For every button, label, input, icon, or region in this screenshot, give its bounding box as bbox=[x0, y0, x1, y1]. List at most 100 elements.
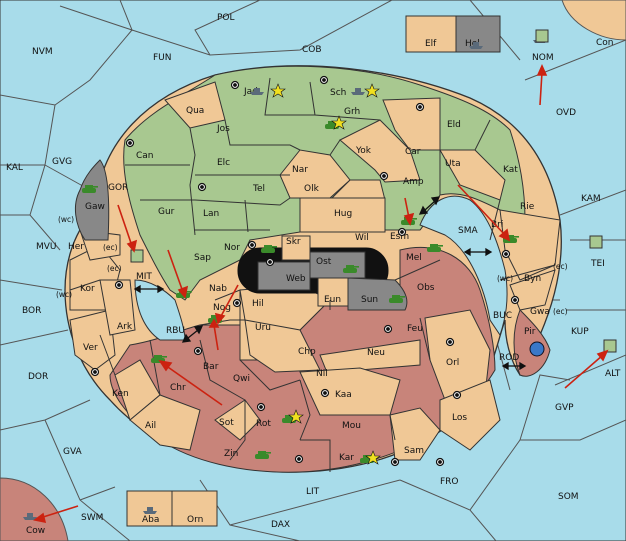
coast-labels: (wc) (ec) (ec) (wc) (wc) (ec) (ec) bbox=[56, 215, 568, 316]
label-orl: Orl bbox=[446, 358, 459, 368]
sea-alt: ALT bbox=[605, 369, 621, 379]
tank-icon bbox=[261, 245, 277, 253]
sea-fun: FUN bbox=[153, 53, 172, 63]
sea-fro: FRO bbox=[440, 477, 459, 487]
sea-nom: NOM bbox=[532, 53, 554, 63]
sea-kal: KAL bbox=[6, 163, 23, 173]
label-cow: Cow bbox=[26, 526, 45, 536]
order-arrow-icon bbox=[208, 318, 220, 351]
label-kor: Kor bbox=[80, 284, 95, 294]
supply-center-icon bbox=[294, 454, 304, 464]
label-orn: Orn bbox=[187, 515, 203, 525]
ship-icon bbox=[469, 42, 483, 49]
pir-marker bbox=[529, 341, 545, 357]
supply-center-icon bbox=[379, 171, 389, 181]
label-byn: Byn bbox=[524, 274, 541, 284]
label-feu: Feu bbox=[407, 324, 423, 334]
label-yok: Yok bbox=[355, 146, 372, 156]
star-icon bbox=[270, 83, 286, 98]
coast-her-wc: (wc) bbox=[58, 215, 74, 224]
label-qwi: Qwi bbox=[233, 374, 250, 384]
coast-byn-wc: (wc) bbox=[497, 274, 513, 283]
tank-icon bbox=[255, 451, 271, 459]
label-jos: Jos bbox=[216, 124, 230, 134]
supply-center-icon bbox=[445, 337, 455, 347]
double-arrow-icon bbox=[133, 284, 165, 294]
supply-center-icon bbox=[390, 457, 400, 467]
double-arrow-icon bbox=[501, 361, 527, 371]
supply-center-icon bbox=[383, 324, 393, 334]
label-hil: Hil bbox=[252, 299, 264, 309]
province-pir[interactable] bbox=[513, 309, 551, 377]
label-sap: Sap bbox=[194, 253, 211, 263]
sea-gvp: GVP bbox=[555, 403, 574, 413]
order-arrow-icon bbox=[158, 359, 223, 406]
sea-bor: BOR bbox=[22, 306, 41, 316]
supply-center-icon bbox=[501, 249, 511, 259]
label-nog: Nog bbox=[213, 303, 231, 313]
tank-icon bbox=[427, 244, 443, 252]
label-lan: Lan bbox=[203, 209, 219, 219]
coast-her-ec: (ec) bbox=[103, 243, 118, 252]
province-orn[interactable] bbox=[171, 490, 218, 527]
star-icon bbox=[331, 115, 347, 130]
supply-center-icon bbox=[247, 240, 257, 250]
label-skr: Skr bbox=[286, 237, 301, 247]
label-olk: Olk bbox=[304, 184, 320, 194]
label-ark: Ark bbox=[117, 322, 133, 332]
label-sch: Sch bbox=[330, 88, 346, 98]
province-sun[interactable] bbox=[347, 277, 408, 311]
supply-center-icon bbox=[125, 138, 135, 148]
label-neu: Neu bbox=[367, 348, 385, 358]
supply-center-icon bbox=[319, 75, 329, 85]
label-nil: Nil bbox=[316, 369, 328, 379]
order-arrow-icon bbox=[536, 64, 548, 106]
sea-rod: ROD bbox=[499, 353, 519, 363]
sea-sma: SMA bbox=[458, 226, 478, 236]
sea-rbu: RBU bbox=[166, 326, 185, 336]
supply-centers bbox=[90, 75, 520, 467]
province-gaw[interactable] bbox=[74, 159, 110, 241]
order-arrow-icon bbox=[117, 204, 138, 253]
sea-nvm: NVM bbox=[32, 47, 53, 57]
province-borders bbox=[69, 77, 556, 472]
sea-gva: GVA bbox=[63, 447, 83, 457]
ship-icon bbox=[23, 513, 37, 520]
province-web[interactable] bbox=[257, 261, 311, 291]
order-arrow-icon bbox=[167, 249, 189, 299]
label-nab: Nab bbox=[209, 284, 227, 294]
label-ken: Ken bbox=[112, 389, 129, 399]
coast-gwa-ec: (ec) bbox=[553, 307, 568, 316]
sea-swm: SWM bbox=[81, 513, 103, 523]
tank-icon bbox=[343, 265, 359, 273]
sea-dax: DAX bbox=[271, 520, 290, 530]
label-con: Con bbox=[596, 38, 614, 48]
label-car: Car bbox=[405, 147, 421, 157]
sea-kup: KUP bbox=[571, 327, 589, 337]
label-hug: Hug bbox=[334, 209, 352, 219]
label-uta: Uta bbox=[445, 159, 461, 169]
sea-ovd: OVD bbox=[556, 108, 576, 118]
ship-icon bbox=[143, 507, 157, 514]
supply-center-icon bbox=[265, 257, 275, 267]
label-kat: Kat bbox=[503, 165, 518, 175]
label-elc: Elc bbox=[217, 158, 230, 168]
label-elf: Elf bbox=[425, 39, 437, 49]
sea-som: SOM bbox=[558, 492, 579, 502]
label-hel: Hel bbox=[465, 39, 480, 49]
order-arrow-icon bbox=[457, 184, 511, 242]
label-chr: Chr bbox=[170, 383, 186, 393]
label-mou: Mou bbox=[342, 421, 361, 431]
label-sun: Sun bbox=[361, 295, 378, 305]
sea-gor: GOR bbox=[108, 183, 128, 193]
label-web: Web bbox=[286, 274, 306, 284]
label-grh: Grh bbox=[344, 107, 360, 117]
label-ver: Ver bbox=[83, 343, 98, 353]
label-eld: Eld bbox=[447, 120, 461, 130]
province-skr[interactable] bbox=[281, 235, 311, 261]
double-arrow-icon bbox=[181, 325, 204, 343]
province-eun[interactable] bbox=[317, 277, 349, 307]
star-icon bbox=[365, 450, 381, 465]
